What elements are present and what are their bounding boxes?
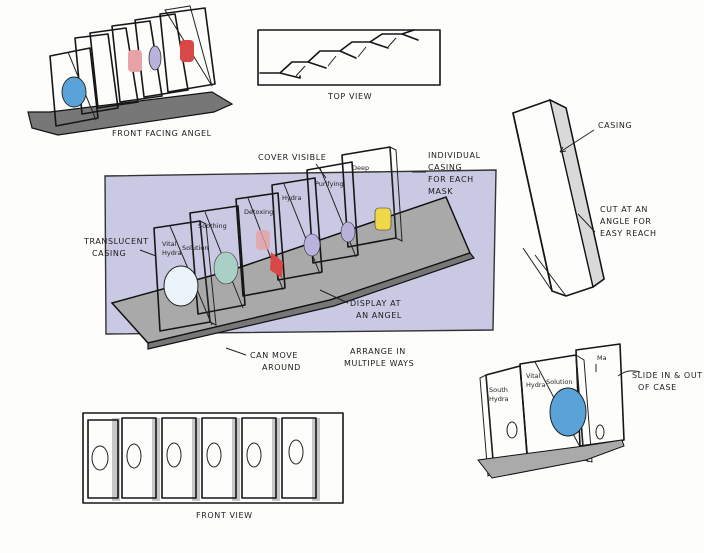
top-view-sketch: TOP VIEW: [257, 29, 441, 101]
label-can-move-2: AROUND: [262, 363, 301, 372]
slide-pkg-2-label-3: Solution: [546, 378, 572, 386]
label-can-move-1: CAN MOVE: [250, 351, 298, 360]
label-display-1: DISPLAY AT: [350, 299, 401, 308]
label-individual-4: MASK: [428, 187, 453, 196]
label-slide-2: OF CASE: [638, 383, 677, 392]
label-casing: CASING: [598, 121, 632, 130]
slide-case-sketch: Ma South Hydra Vital Hydra Solution SLID…: [477, 343, 703, 479]
pkg-2-label: Soothing: [198, 222, 227, 230]
slide-pkg-2-label-2: Hydra: [526, 381, 546, 389]
front-facing-sketch: FRONT FACING ANGEL: [27, 5, 234, 138]
label-individual-2: CASING: [428, 163, 462, 172]
casing-sketch: CASING CUT AT AN ANGLE FOR EASY REACH: [512, 98, 657, 297]
label-display-2: AN ANGEL: [356, 311, 402, 320]
pkg-6-label: Deep: [352, 164, 369, 172]
slide-pkg-1-label-2: Hydra: [489, 395, 509, 403]
pkg-5-label: Purifying: [315, 180, 343, 188]
label-cut-1: CUT AT AN: [600, 205, 648, 214]
pkg-3-label: Detoxing: [244, 208, 273, 216]
pkg-1-label-2: Hydra: [162, 249, 182, 257]
pkg-4-label: Hydra: [282, 194, 302, 202]
label-individual-3: FOR EACH: [428, 175, 474, 184]
label-translucent-1: TRANSLUCENT: [83, 237, 149, 246]
front-view-sketch: FRONT VIEW: [82, 412, 344, 520]
label-front-view: FRONT VIEW: [196, 511, 253, 520]
slide-pkg-1-label-1: South: [489, 386, 508, 394]
label-front-facing-angle: FRONT FACING ANGEL: [112, 129, 212, 138]
label-translucent-2: CASING: [92, 249, 126, 258]
label-cover-visible: COVER VISIBLE: [258, 153, 326, 162]
label-arrange-1: ARRANGE IN: [350, 347, 406, 356]
label-individual-1: INDIVIDUAL: [428, 151, 481, 160]
pkg-1-label-3: Solution: [182, 244, 208, 252]
slide-pkg-2-label-1: Vital: [526, 372, 541, 380]
label-slide-1: SLIDE IN & OUT: [632, 371, 703, 380]
main-display-sketch: Deep Purifying Hydra Detoxing Soothing V…: [83, 146, 497, 372]
label-cut-2: ANGLE FOR: [600, 217, 652, 226]
label-top-view: TOP VIEW: [327, 92, 372, 101]
label-cut-3: EASY REACH: [600, 229, 657, 238]
pkg-1-label-1: Vital: [162, 240, 177, 248]
label-arrange-2: MULTIPLE WAYS: [344, 359, 414, 368]
slide-pkg-3-label: Ma: [597, 354, 607, 362]
